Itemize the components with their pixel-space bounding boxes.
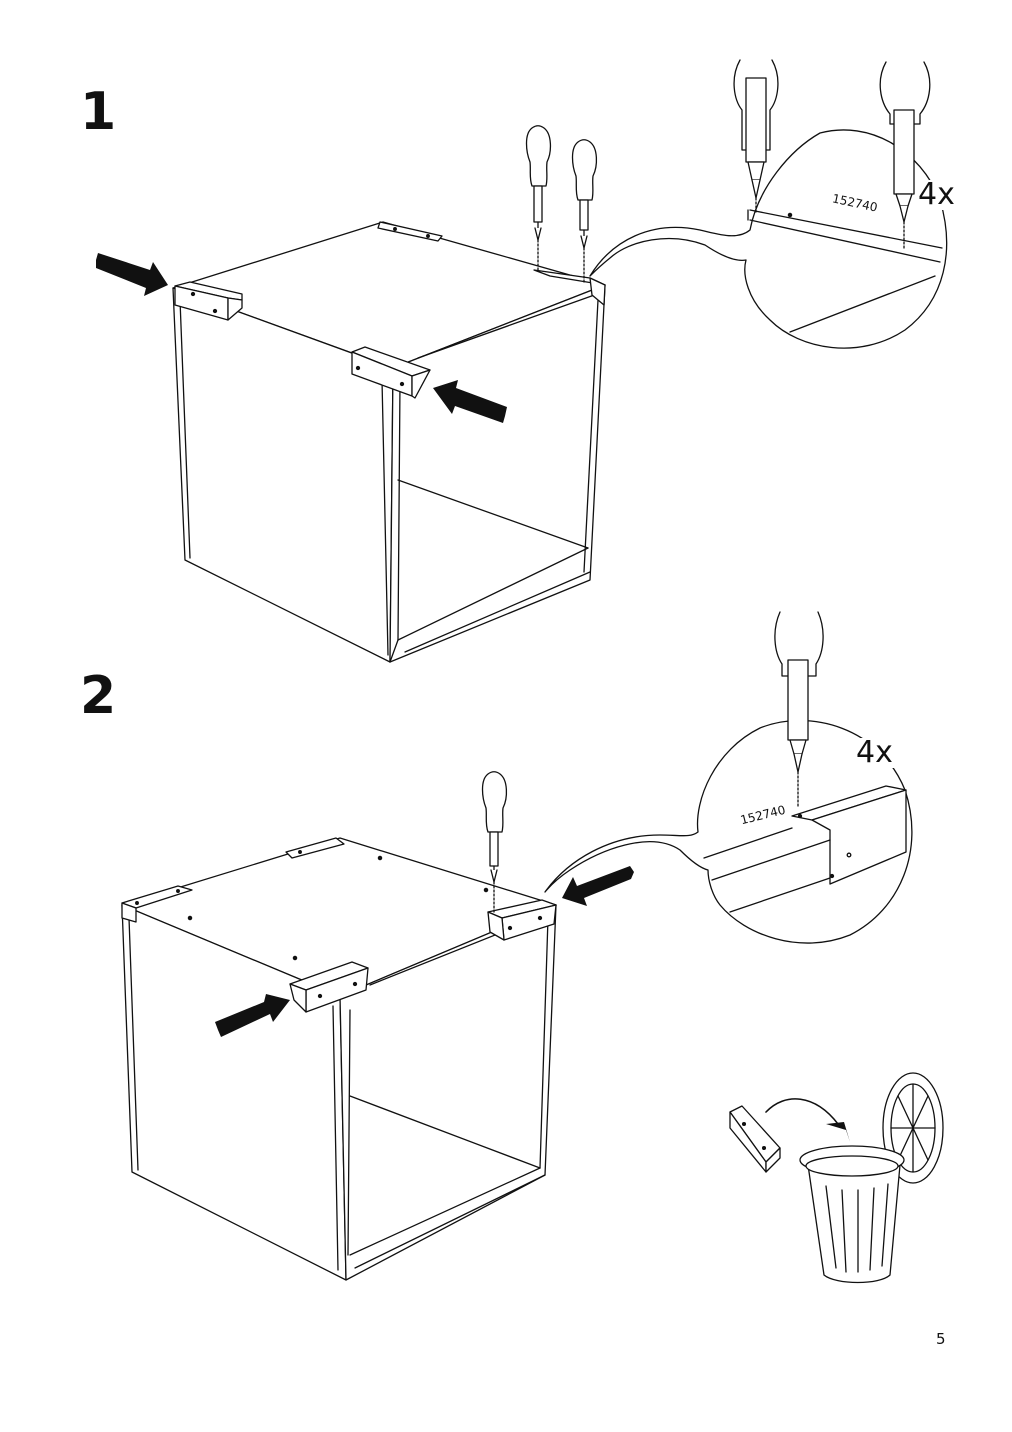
- screwdriver-icon: [775, 612, 823, 808]
- page-number: 5: [936, 1330, 946, 1348]
- screwdriver-icon: [573, 140, 597, 284]
- detail-callout: [545, 721, 912, 944]
- corner-bracket-icon: [290, 962, 368, 1012]
- screwdriver-icon: [527, 126, 551, 272]
- detail-callout: [590, 130, 947, 348]
- arrow-icon: [766, 1099, 838, 1124]
- corner-bracket-icon: [122, 886, 192, 922]
- screwdriver-icon: [483, 772, 507, 912]
- corner-bracket-icon: [534, 270, 605, 305]
- arrow-icon: [433, 380, 507, 423]
- step-2-cabinet: [122, 838, 556, 1280]
- arrow-icon: [562, 866, 634, 906]
- corner-bracket-icon: [378, 222, 442, 241]
- trash-bin-icon: [800, 1073, 943, 1283]
- corner-bracket-icon: [286, 838, 344, 858]
- step-1-cabinet: [173, 222, 605, 662]
- screwdriver-icon: [734, 60, 778, 212]
- corner-bracket-icon: [175, 282, 242, 320]
- step-2-number: 2: [80, 666, 117, 726]
- step-2-quantity: 4x: [854, 735, 895, 770]
- corner-bracket-icon: [730, 1106, 780, 1172]
- arrow-icon: [826, 1122, 850, 1142]
- arrow-icon: [215, 994, 290, 1037]
- step-1-quantity: 4x: [916, 177, 957, 212]
- corner-bracket-icon: [352, 347, 430, 398]
- step-1-number: 1: [80, 82, 117, 142]
- screwdriver-icon: [880, 62, 930, 248]
- arrow-icon: [96, 253, 168, 296]
- corner-bracket-icon: [488, 900, 556, 940]
